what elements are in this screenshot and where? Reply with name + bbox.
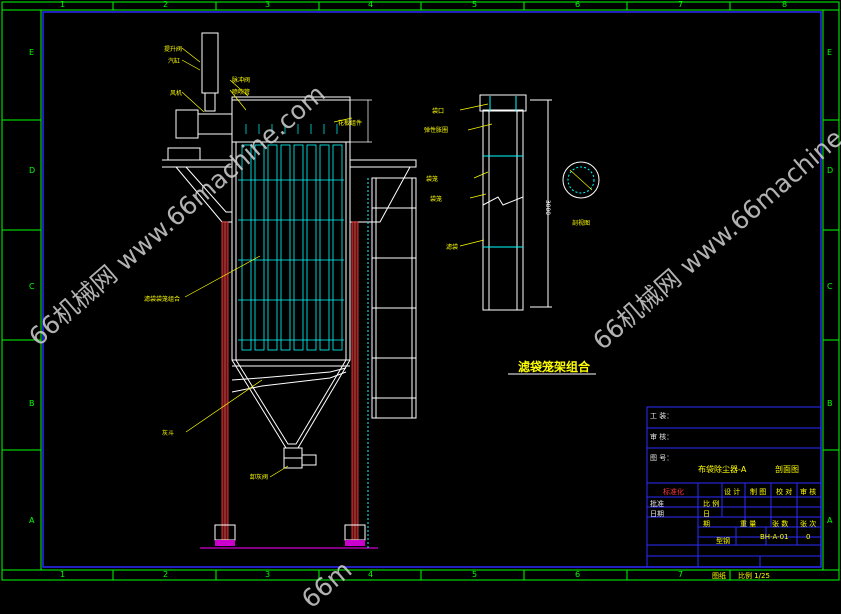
callout-fan: 风机: [170, 90, 183, 97]
bag-detail: [479, 94, 552, 311]
tb-f3: 期: [703, 520, 710, 528]
support-legs: [200, 221, 378, 549]
sheet-title: 滤袋笼架组合: [518, 360, 591, 374]
callout-discharge: 卸灰阀: [250, 474, 269, 481]
fan-assembly: [167, 32, 233, 161]
tb-h-check: 校 对: [776, 488, 793, 496]
col-label-5-bottom: 5: [472, 570, 478, 579]
row-label-a: A: [29, 516, 35, 525]
tb-f5: 张 数: [772, 520, 789, 528]
col-label-2: 2: [163, 0, 169, 9]
section-label: 剖视图: [572, 220, 591, 227]
col-label-5: 5: [472, 0, 478, 9]
cad-drawing-canvas: [1, 1, 840, 581]
tb-f6: 张 次: [800, 520, 817, 528]
row-label-d-right: D: [827, 166, 834, 175]
ruler-ticks: [2, 2, 839, 580]
tb-row3: 图 号：: [650, 454, 674, 462]
row-label-a-right: A: [827, 516, 833, 525]
col-label-6-bottom: 6: [575, 570, 581, 579]
col-label-6: 6: [575, 0, 581, 9]
title-block-lines: [646, 406, 822, 568]
detail-label-2: 弹性胀圈: [424, 127, 449, 134]
row-label-d: D: [29, 166, 36, 175]
filter-bags: [238, 144, 344, 351]
callout-top-left-b: 汽缸: [168, 58, 181, 65]
section-circle: [562, 161, 600, 199]
col-label-8: 8: [782, 0, 788, 9]
col-label-3: 3: [265, 0, 271, 9]
discharge-valve: [283, 447, 317, 469]
tb-f4: 重 量: [740, 520, 757, 528]
col-label-1-bottom: 1: [60, 570, 66, 579]
callout-cone: 灰斗: [162, 430, 175, 437]
row-label-c: C: [29, 282, 35, 291]
row-label-c-right: C: [827, 282, 833, 291]
detail-label-3: 袋笼: [426, 176, 439, 183]
row-label-e-right: E: [827, 48, 833, 57]
tb-h-design: 设 计: [724, 488, 741, 496]
inner-frame: [42, 11, 822, 568]
row-label-b: B: [29, 399, 35, 408]
leader-lines: [181, 47, 353, 478]
callout-header: 喷吹管: [232, 89, 251, 96]
tb-row1: 工 装：: [650, 412, 674, 420]
col-label-7-bottom: 7: [678, 570, 684, 579]
tb-sheets: 0: [806, 533, 811, 541]
detail-leaders: [459, 103, 493, 247]
tb-footer-a: 图纸: [712, 572, 726, 580]
callout-bag-cage: 滤袋袋笼组合: [144, 296, 181, 303]
tb-f2: 日: [703, 510, 710, 518]
row-label-b-right: B: [827, 399, 833, 408]
col-label-4: 4: [368, 0, 374, 9]
bag-arrows: [245, 124, 338, 134]
body-dimension: [350, 99, 372, 143]
tb-material: 型钢: [716, 537, 730, 545]
col-label-1: 1: [60, 0, 66, 9]
tb-h-approve: 审 核: [800, 488, 817, 496]
tb-footer-b: 比例 1/25: [738, 572, 770, 580]
detail-label-4: 袋笼: [430, 196, 443, 203]
tb-left3: 日期: [650, 510, 664, 518]
tb-left1: 标准化: [663, 488, 684, 496]
tb-view: 剖面图: [775, 465, 799, 474]
col-label-3-bottom: 3: [265, 570, 271, 579]
tb-f1: 比 例: [703, 500, 720, 508]
detail-dimension: 3000: [544, 199, 552, 216]
callout-top-right: 花板组件: [338, 120, 363, 127]
callout-top-left-a: 提升阀: [164, 46, 183, 53]
tb-h-draw: 制 图: [750, 488, 767, 496]
col-label-7: 7: [678, 0, 684, 9]
row-label-e: E: [29, 48, 35, 57]
tb-drawing-name: 布袋除尘器-A: [698, 465, 747, 474]
tb-left2: 批准: [650, 500, 664, 508]
side-ladder: [367, 177, 417, 548]
outer-border: [1, 1, 840, 581]
col-label-2-bottom: 2: [163, 570, 169, 579]
detail-label-1: 袋口: [432, 108, 445, 115]
tb-row2: 审 核：: [650, 433, 674, 441]
col-label-4-bottom: 4: [368, 570, 374, 579]
tb-code: BH-A-01: [760, 533, 789, 541]
detail-label-5: 滤袋: [446, 244, 459, 251]
callout-valve: 脉冲阀: [232, 77, 251, 84]
